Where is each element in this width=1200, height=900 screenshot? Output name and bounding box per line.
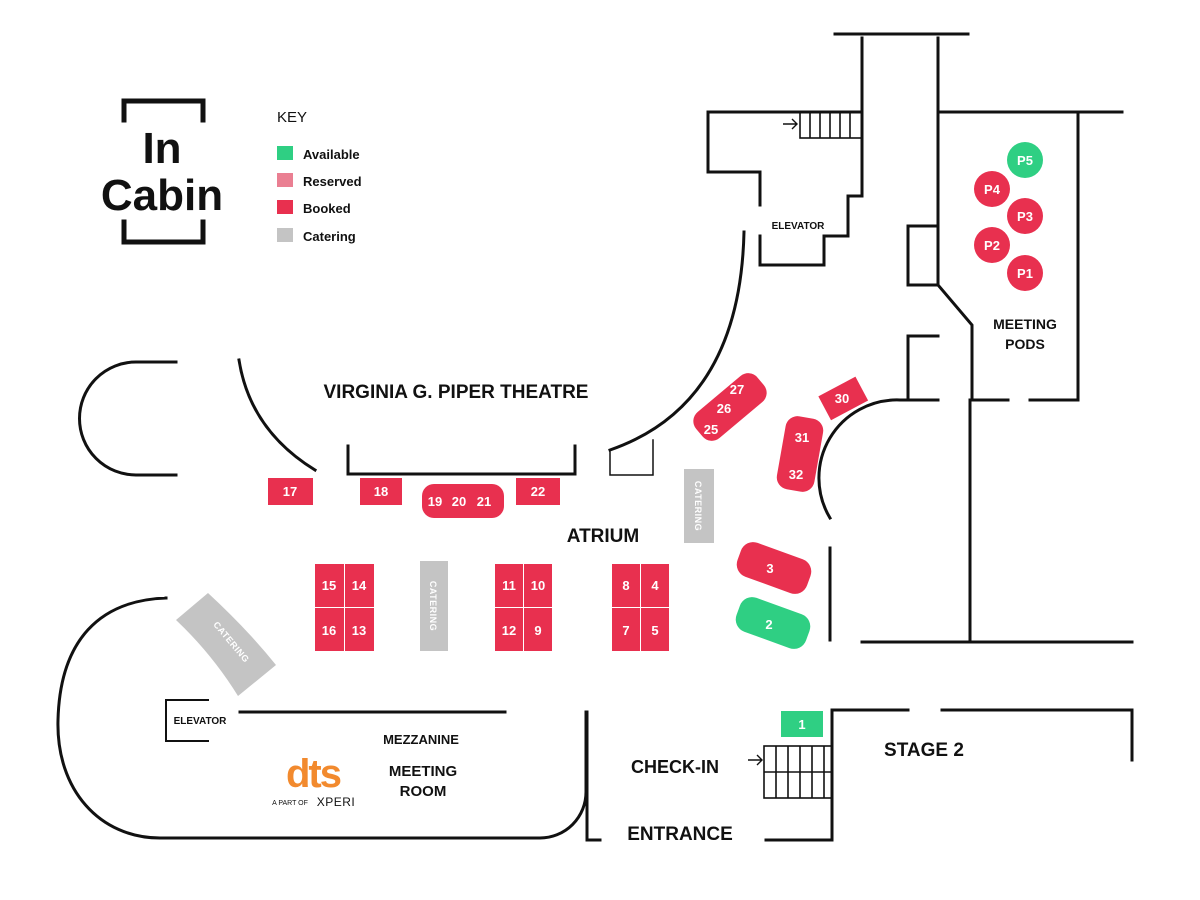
key-swatch-booked (277, 200, 293, 214)
booths: 17 18 22 15 14 16 13 11 10 12 9 8 4 7 5 … (268, 142, 1043, 737)
svg-text:10: 10 (531, 578, 545, 593)
meeting-room-label-2: ROOM (400, 783, 447, 800)
svg-text:P3: P3 (1017, 209, 1033, 224)
xperi-logo-text: XPERI (317, 795, 356, 809)
booth-1[interactable]: 1 (781, 711, 823, 737)
stage-2-label: STAGE 2 (884, 740, 964, 761)
booth-7[interactable]: 7 (612, 608, 640, 651)
elevator-left-label: ELEVATOR (174, 716, 228, 727)
booth-5[interactable]: 5 (641, 608, 669, 651)
svg-text:27: 27 (730, 382, 744, 397)
booth-4[interactable]: 4 (641, 564, 669, 607)
key-label-catering: Catering (303, 229, 356, 244)
catering-area-center: CATERING (420, 561, 448, 651)
booth-12[interactable]: 12 (495, 608, 523, 651)
svg-text:P5: P5 (1017, 153, 1033, 168)
svg-text:21: 21 (477, 494, 491, 509)
in-cabin-logo: In Cabin (101, 98, 223, 245)
theatre-label: VIRGINIA G. PIPER THEATRE (324, 382, 589, 403)
booth-14[interactable]: 14 (345, 564, 374, 607)
logo-text-cabin: Cabin (101, 171, 223, 220)
meeting-pods-label-1: MEETING (993, 316, 1057, 332)
mezzanine-label: MEZZANINE (383, 732, 459, 747)
booth-9[interactable]: 9 (524, 608, 552, 651)
booth-19-21[interactable]: 19 20 21 (422, 484, 504, 518)
elevator-top-label: ELEVATOR (772, 221, 826, 232)
sponsor-tagline: A PART OF (272, 800, 308, 807)
svg-text:5: 5 (651, 623, 658, 638)
svg-text:32: 32 (789, 467, 803, 482)
key-swatch-reserved (277, 173, 293, 187)
svg-text:11: 11 (502, 578, 516, 593)
logo-text-in: In (142, 124, 181, 173)
key-label-reserved: Reserved (303, 174, 362, 189)
svg-text:8: 8 (622, 578, 629, 593)
booth-3[interactable]: 3 (733, 538, 815, 597)
booth-18[interactable]: 18 (360, 478, 402, 505)
map-key: KEY Available Reserved Booked Catering (277, 109, 362, 244)
stairs-lower (748, 745, 833, 799)
atrium-label: ATRIUM (567, 526, 639, 547)
svg-text:20: 20 (452, 494, 466, 509)
key-swatch-available (277, 146, 293, 160)
booth-30[interactable]: 30 (818, 376, 869, 421)
meeting-pod-p3[interactable]: P3 (1007, 198, 1043, 234)
svg-text:30: 30 (835, 391, 849, 406)
svg-text:7: 7 (622, 623, 629, 638)
svg-text:18: 18 (374, 484, 388, 499)
catering-label: CATERING (693, 481, 703, 531)
meeting-pod-p2[interactable]: P2 (974, 227, 1010, 263)
svg-text:P1: P1 (1017, 266, 1033, 281)
svg-text:19: 19 (428, 494, 442, 509)
svg-text:4: 4 (651, 578, 659, 593)
svg-text:25: 25 (704, 422, 718, 437)
key-label-available: Available (303, 147, 360, 162)
svg-text:17: 17 (283, 484, 297, 499)
booth-2[interactable]: 2 (732, 593, 814, 652)
svg-text:15: 15 (322, 578, 336, 593)
svg-text:P4: P4 (984, 182, 1001, 197)
dts-sponsor-logo: dts A PART OF XPERI (272, 752, 355, 809)
svg-text:22: 22 (531, 484, 545, 499)
booth-25-27[interactable]: 27 26 25 (688, 368, 771, 445)
svg-text:31: 31 (795, 430, 809, 445)
svg-text:1: 1 (798, 717, 805, 732)
meeting-room-label-1: MEETING (389, 763, 457, 780)
booth-8[interactable]: 8 (612, 564, 640, 607)
svg-text:9: 9 (534, 623, 541, 638)
booth-16[interactable]: 16 (315, 608, 344, 651)
svg-text:14: 14 (352, 578, 367, 593)
meeting-pod-p4[interactable]: P4 (974, 171, 1010, 207)
key-label-booked: Booked (303, 201, 351, 216)
key-title: KEY (277, 109, 307, 126)
booth-22[interactable]: 22 (516, 478, 560, 505)
booth-31-32[interactable]: 31 32 (775, 414, 825, 493)
stairs-upper (783, 111, 863, 139)
svg-text:26: 26 (717, 401, 731, 416)
walls (56, 32, 1134, 842)
catering-area-atrium: CATERING (684, 469, 714, 543)
meeting-pod-p5[interactable]: P5 (1007, 142, 1043, 178)
key-swatch-catering (277, 228, 293, 242)
catering-area-mezzanine: CATERING (176, 593, 276, 696)
dts-logo-text: dts (286, 752, 341, 796)
booth-13[interactable]: 13 (345, 608, 374, 651)
booth-11[interactable]: 11 (495, 564, 523, 607)
svg-text:P2: P2 (984, 238, 1000, 253)
svg-text:2: 2 (765, 617, 772, 632)
meeting-pods-label-2: PODS (1005, 336, 1045, 352)
booth-15[interactable]: 15 (315, 564, 344, 607)
booth-17[interactable]: 17 (268, 478, 313, 505)
catering-label: CATERING (428, 581, 438, 631)
booth-10[interactable]: 10 (524, 564, 552, 607)
svg-text:16: 16 (322, 623, 336, 638)
meeting-pod-p1[interactable]: P1 (1007, 255, 1043, 291)
check-in-label: CHECK-IN (631, 757, 719, 777)
entrance-label: ENTRANCE (627, 824, 733, 845)
svg-text:13: 13 (352, 623, 366, 638)
svg-text:12: 12 (502, 623, 516, 638)
svg-text:3: 3 (766, 561, 773, 576)
